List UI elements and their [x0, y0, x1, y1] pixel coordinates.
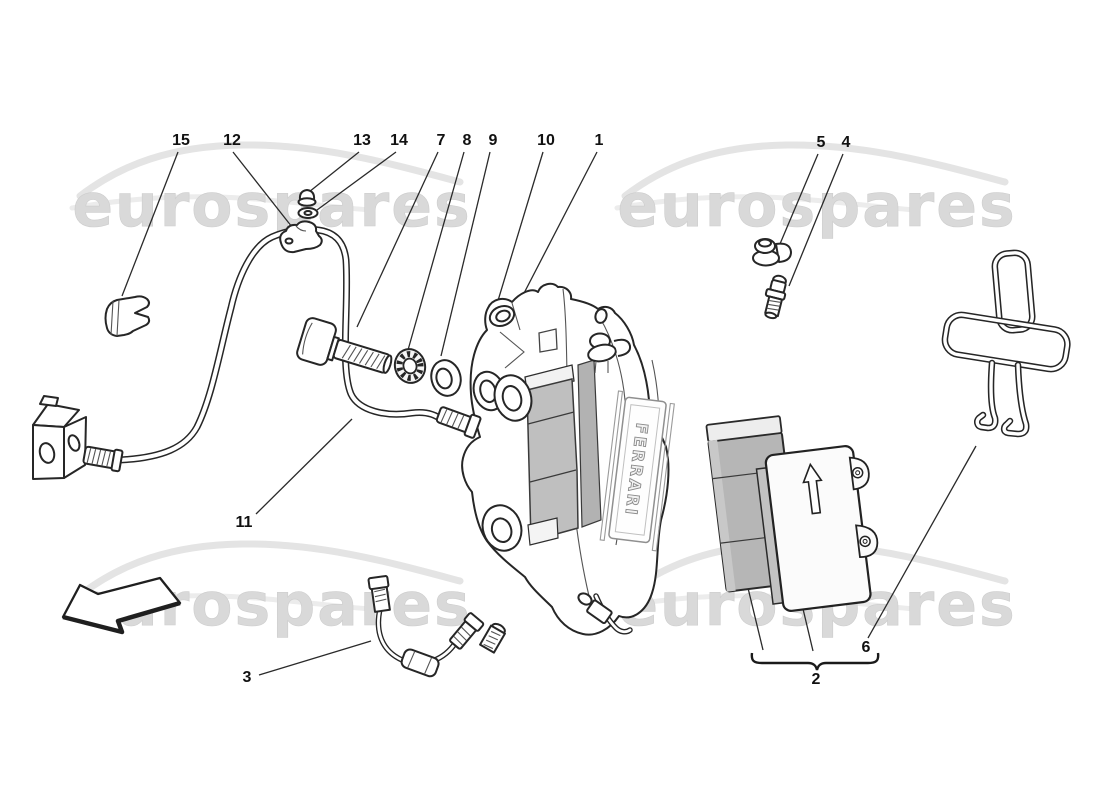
- caliper-logo-plaque: FERRARI: [599, 390, 675, 552]
- caliper-lower-bleed-screw: [479, 622, 506, 654]
- leader-line-7: [356, 151, 439, 328]
- callout-6: 6: [862, 639, 871, 656]
- part-5-dust-cap: [752, 238, 792, 267]
- callout-7: 7: [437, 132, 446, 149]
- caliper-bottom-fitting: [577, 592, 633, 635]
- callout-10: 10: [537, 132, 555, 149]
- callout-15: 15: [172, 132, 190, 149]
- leader-line-8: [407, 151, 465, 351]
- leader-line-1: [520, 151, 598, 300]
- leader-line-12: [232, 151, 293, 228]
- leader-line-9: [440, 151, 491, 357]
- pipe-sleeve: [400, 648, 440, 678]
- caliper-pad-edge: [577, 359, 602, 528]
- leader-line-13: [308, 151, 360, 193]
- part-6-pad-spring: [941, 249, 1071, 438]
- leader-line-2a: [747, 587, 764, 651]
- caliper-bleed-boss: [587, 332, 632, 374]
- part-2-brake-pads: [705, 415, 879, 612]
- caliper-mount-hole: [481, 504, 523, 552]
- callout-3: 3: [243, 669, 252, 686]
- leader-line-11: [255, 418, 353, 515]
- callout-14: 14: [390, 132, 408, 149]
- callout-1: 1: [595, 132, 604, 149]
- leader-line-5: [776, 153, 819, 252]
- clip-body: [104, 295, 151, 337]
- callout-4: 4: [842, 134, 851, 151]
- part-13-grommet: [297, 189, 317, 207]
- part-14-washer: [297, 207, 319, 219]
- part-4-bleed-screw: [764, 274, 787, 320]
- pad-backing-plate: [764, 445, 872, 612]
- caliper-pad-visible: [526, 378, 579, 542]
- caliper-top-hole: [594, 308, 608, 324]
- callout-bracket-2: [750, 652, 880, 671]
- part-7-caliper-bolt: [296, 317, 393, 374]
- leader-lines: [121, 151, 977, 676]
- leader-line-6: [867, 445, 977, 639]
- bracket-hole-front: [38, 442, 56, 464]
- reference-arrow-icon: [61, 576, 182, 635]
- part-1-brake-caliper: FERRARI: [461, 282, 675, 654]
- leader-line-4: [788, 153, 844, 287]
- callout-5: 5: [817, 134, 826, 151]
- pad-bottom-clip: [527, 517, 559, 546]
- front-brake-pad: [755, 445, 879, 612]
- bolt-threads: [341, 344, 386, 370]
- leader-line-3: [258, 640, 372, 676]
- clamp-detail: [295, 225, 307, 232]
- pad-direction-arrow-icon: [802, 462, 823, 515]
- part-8-serrated-washer: [393, 348, 427, 384]
- brake-hose-outline: [115, 225, 446, 464]
- callout-13: 13: [353, 132, 371, 149]
- clamp-hole: [284, 237, 294, 245]
- callout-labels: 15 12 13 14 7 8 9 10 1 5 4 11 3 2 6: [172, 132, 870, 688]
- watermark-top-left: [72, 145, 472, 241]
- clamp-body: [279, 220, 323, 254]
- part-12-hose-clamp: [279, 220, 323, 254]
- part-9-washer: [430, 359, 462, 397]
- bracket-hole-side: [67, 434, 81, 452]
- callout-9: 9: [489, 132, 498, 149]
- hose-inlet-fitting: [82, 445, 124, 473]
- part-10-fitting-washers: [472, 370, 533, 422]
- caliper-window: [538, 328, 558, 353]
- pad-grooves: [527, 411, 577, 483]
- callout-11: 11: [236, 514, 253, 531]
- pipe-fitting-left: [367, 575, 391, 613]
- callout-8: 8: [463, 132, 472, 149]
- clip-ridges: [110, 299, 120, 337]
- hose-end-fitting: [435, 406, 482, 439]
- callout-12: 12: [223, 132, 241, 149]
- watermark-top-right: [617, 145, 1017, 241]
- part-3-brake-pipe: [367, 575, 485, 678]
- callout-2: 2: [812, 671, 821, 688]
- hose-bracket-tab: [39, 395, 59, 407]
- pipe-fitting-right: [449, 612, 485, 650]
- leader-line-14: [316, 151, 397, 211]
- brake-hose-core: [117, 227, 444, 462]
- part-15-retaining-clip: [104, 295, 151, 337]
- bolt-shank: [332, 339, 391, 374]
- leader-line-15: [121, 151, 179, 297]
